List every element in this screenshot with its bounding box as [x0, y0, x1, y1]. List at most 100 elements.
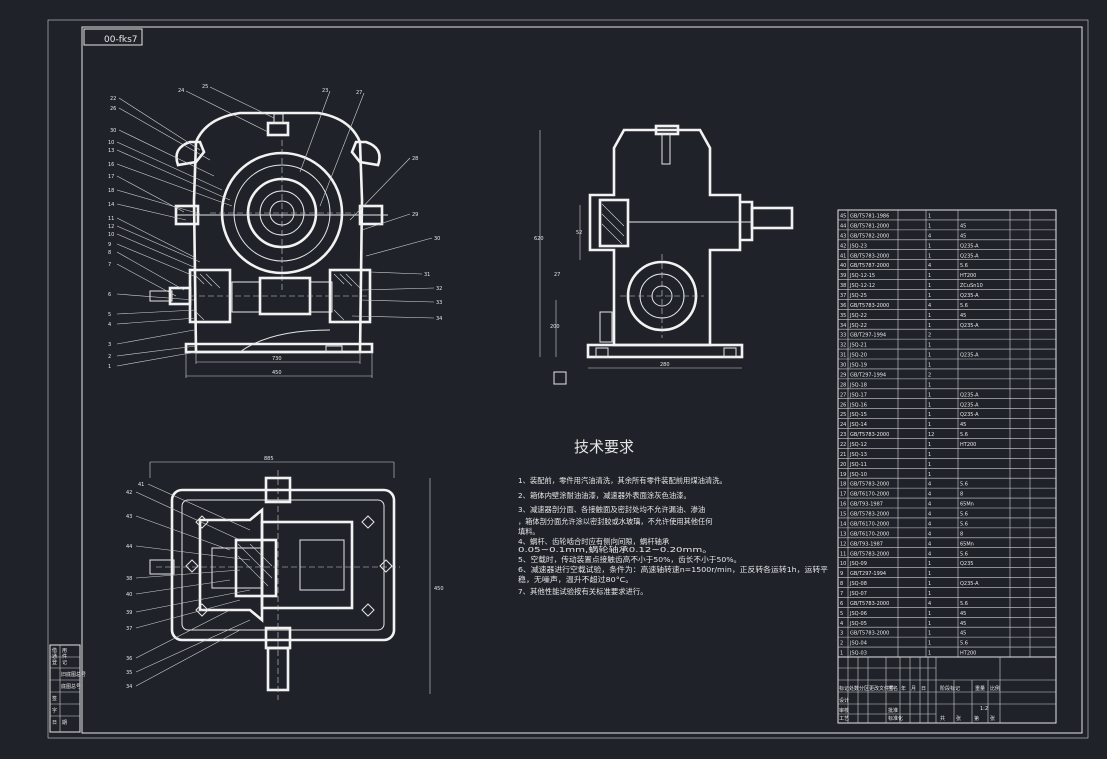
strip-label: 签	[52, 695, 57, 702]
parts-cell-code: GB/T5783-2000	[850, 432, 889, 438]
parts-cell-code: GB/T5783-2000	[850, 482, 889, 488]
front-balloon-left: 17	[108, 174, 114, 180]
parts-cell-qty: 2	[928, 372, 931, 378]
parts-cell-material: Q235-A	[960, 323, 979, 329]
outer-border	[47, 19, 1089, 739]
parts-cell-material: 5.6	[960, 482, 968, 488]
parts-cell-material: ZCuSn10	[960, 283, 983, 289]
front-leader-line	[116, 251, 185, 291]
front-balloon-right: 32	[436, 286, 442, 292]
parts-cell-material: 5.6	[960, 521, 968, 527]
parts-cell-material: Q235	[960, 561, 973, 567]
parts-cell-material: 5.6	[960, 303, 968, 309]
side-dim-1: 52	[576, 230, 582, 236]
parts-cell-no: 34	[840, 323, 846, 329]
side-dim-2: 200	[550, 324, 560, 330]
parts-cell-code: GB/T297-1994	[850, 333, 886, 339]
front-balloon-right: 30	[434, 236, 440, 242]
strip-label: 通	[52, 653, 57, 660]
front-balloon-top: 27	[356, 90, 362, 96]
parts-cell-no: 27	[840, 392, 846, 398]
plan-leader-line	[135, 545, 251, 561]
front-balloon-right: 34	[436, 316, 442, 322]
parts-cell-code: GB/T5783-2000	[850, 601, 889, 607]
strip-label: 底图总号	[61, 683, 81, 690]
parts-cell-code: JSQ-10	[849, 472, 867, 478]
parts-cell-code: GB/T5781-1986	[850, 214, 889, 220]
parts-cell-no: 20	[840, 462, 846, 468]
parts-cell-qty: 4	[928, 233, 931, 239]
parts-cell-no: 2	[840, 641, 843, 647]
parts-cell-code: JSQ-18	[849, 382, 867, 388]
plan-balloon: 42	[126, 490, 132, 496]
title-block-label: 日	[921, 686, 926, 692]
tech-req-line: 2、箱体内壁涂耐油油漆，减速器外表面涂灰色油漆。	[518, 491, 691, 500]
parts-cell-code: GB/T93-1987	[850, 541, 883, 547]
front-leader-line	[116, 263, 177, 297]
parts-cell-code: GB/T6170-2000	[850, 492, 889, 498]
tech-req-line: 3、减速器剖分面、各接触面及密封处均不允许漏油、渗油	[518, 505, 705, 514]
parts-cell-no: 24	[840, 422, 846, 428]
parts-cell-qty: 1	[928, 402, 931, 408]
strip-label: 用	[62, 648, 67, 654]
title-block-label: 比例	[990, 685, 1000, 692]
parts-cell-no: 1	[840, 651, 843, 657]
front-leader-line	[351, 315, 435, 319]
parts-cell-no: 41	[840, 253, 846, 259]
front-dim-1: 730	[272, 356, 282, 362]
parts-cell-material: 8	[960, 492, 963, 498]
parts-cell-code: JSQ-07	[849, 591, 867, 597]
front-leader-line	[299, 90, 331, 173]
strip-label: 登	[52, 659, 57, 666]
title-scale: 1:2	[980, 706, 988, 712]
strip-label: 日	[52, 720, 57, 726]
front-leader-line	[209, 86, 275, 119]
parts-cell-qty: 1	[928, 651, 931, 657]
title-block-label: 年	[901, 685, 906, 692]
parts-cell-qty: 1	[928, 591, 931, 597]
title-block-label: 重量	[975, 685, 985, 692]
side-dim-4: 280	[660, 362, 670, 368]
front-leader-line	[116, 141, 223, 191]
parts-cell-no: 36	[840, 303, 846, 309]
parts-cell-no: 40	[840, 263, 846, 269]
parts-cell-code: JSQ-25	[849, 293, 867, 299]
parts-cell-code: JSQ-17	[849, 392, 867, 398]
title-block-label: 设计	[839, 697, 849, 704]
front-balloon-left: 3	[108, 342, 111, 348]
front-leader-line	[116, 149, 231, 201]
parts-cell-code: JSQ-05	[849, 621, 867, 627]
front-balloon-left: 7	[108, 262, 111, 268]
parts-cell-material: Q235-A	[960, 253, 979, 259]
parts-cell-no: 18	[840, 482, 846, 488]
parts-cell-material: 8	[960, 531, 963, 537]
parts-cell-qty: 1	[928, 561, 931, 567]
plan-balloon: 40	[126, 592, 132, 598]
strip-label: 件	[62, 653, 67, 660]
parts-cell-qty: 1	[928, 392, 931, 398]
parts-cell-code: JSQ-20	[849, 353, 867, 359]
parts-cell-qty: 1	[928, 283, 931, 289]
parts-cell-material: 45	[960, 611, 966, 617]
front-balloon-right: 28	[412, 156, 418, 162]
front-leader-line	[118, 129, 215, 177]
parts-cell-qty: 4	[928, 482, 931, 488]
parts-cell-material: Q235-A	[960, 402, 979, 408]
title-block-label: 审核	[839, 707, 849, 714]
plan-balloon: 36	[126, 656, 132, 662]
plan-leader-line	[135, 491, 241, 541]
front-balloon-left: 22	[110, 96, 116, 102]
parts-cell-material: 5.6	[960, 263, 968, 269]
parts-cell-code: JSQ-03	[849, 651, 867, 657]
parts-cell-no: 19	[840, 472, 846, 478]
parts-cell-material: 65Mn	[960, 502, 974, 508]
drawing-code: 00-fks7	[104, 35, 138, 45]
parts-cell-code: GB/T5783-2000	[850, 551, 889, 557]
parts-cell-material: HT200	[960, 442, 976, 448]
parts-cell-material: Q235-A	[960, 353, 979, 359]
